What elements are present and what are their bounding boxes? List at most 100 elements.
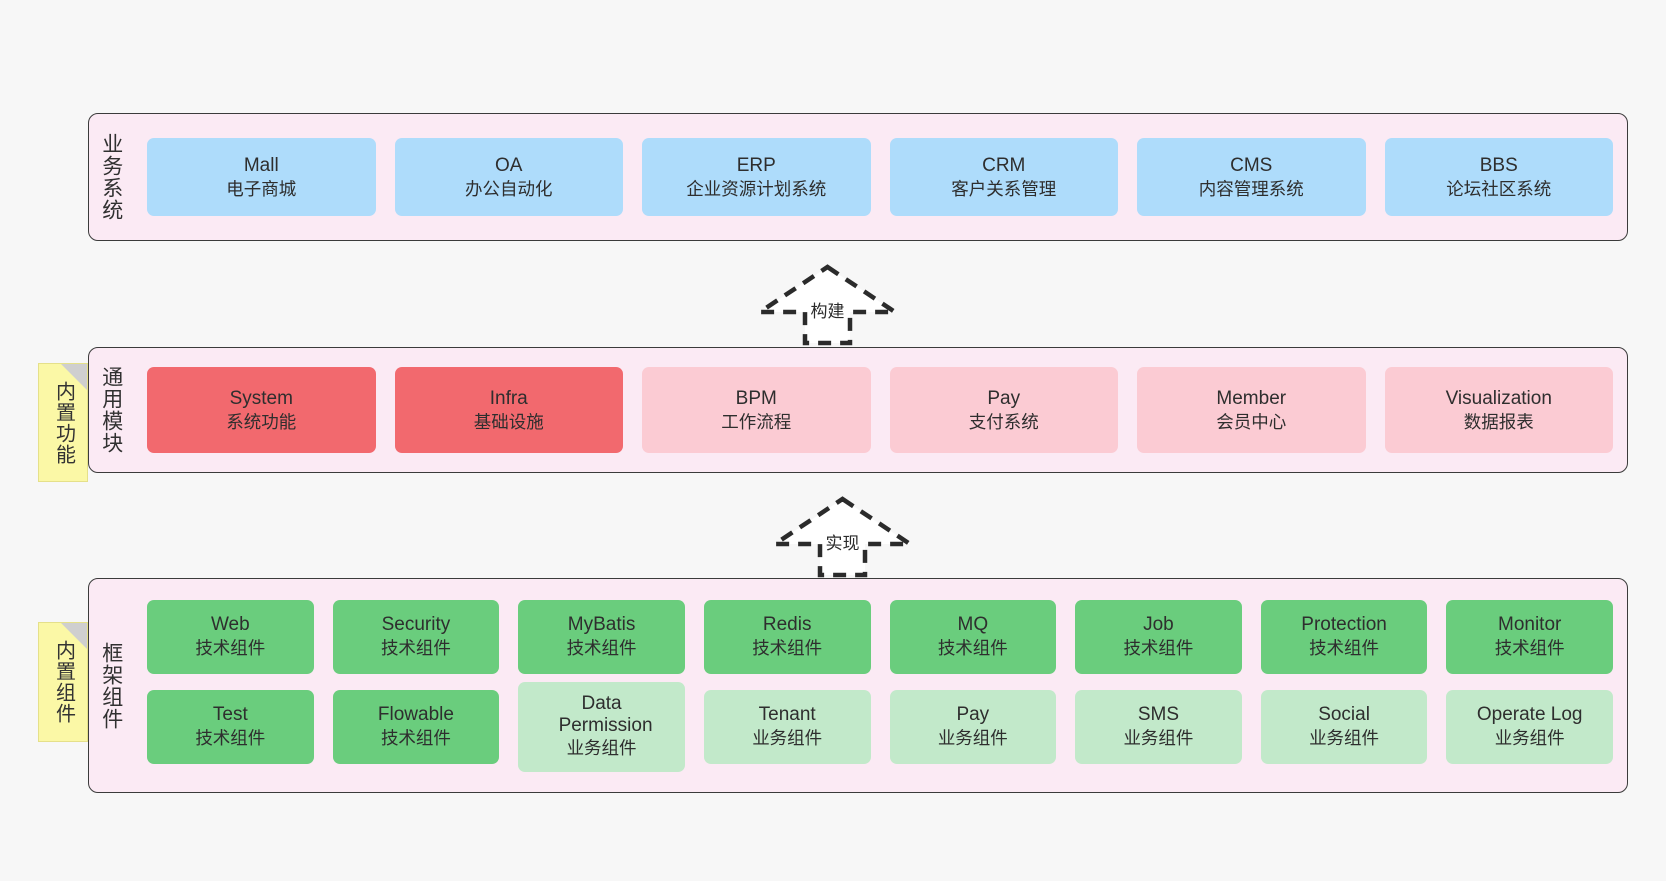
card-flowable[interactable]: Flowable 技术组件 (332, 689, 500, 764)
layer-common-module: 通用模块 System 系统功能 Infra 基础设施 BPM 工作流程 Pay (88, 347, 1628, 473)
note-builtin-component-label: 内置组件 (52, 640, 75, 724)
card-erp[interactable]: ERP 企业资源计划系统 (642, 138, 871, 216)
card-oa-subtitle: 办公自动化 (465, 178, 553, 199)
layer-business-system-body: Mall 电子商城 OA 办公自动化 ERP 企业资源计划系统 CRM 客户关系… (133, 114, 1627, 240)
card-member-subtitle: 会员中心 (1216, 411, 1287, 432)
card-pay-module[interactable]: Pay 支付系统 (889, 367, 1118, 453)
card-cms[interactable]: CMS 内容管理系统 (1137, 138, 1366, 216)
card-pay-module-subtitle: 支付系统 (968, 411, 1039, 432)
note-builtin-component: 内置组件 (38, 622, 88, 742)
arrow-build: 构建 (752, 264, 903, 346)
card-flowable-title: Flowable (377, 704, 454, 726)
arrow-implement-label: 实现 (825, 534, 860, 553)
card-job-subtitle: 技术组件 (1123, 638, 1194, 659)
card-bbs[interactable]: BBS 论坛社区系统 (1384, 138, 1613, 216)
card-data-permission-subtitle: 业务组件 (566, 738, 637, 759)
card-bpm[interactable]: BPM 工作流程 (642, 367, 871, 453)
card-test-subtitle: 技术组件 (195, 728, 266, 749)
card-mybatis-subtitle: 技术组件 (566, 638, 637, 659)
card-system-subtitle: 系统功能 (226, 411, 297, 432)
note-fold-icon (61, 623, 87, 649)
card-pay-module-title: Pay (987, 387, 1021, 409)
card-protection-subtitle: 技术组件 (1309, 638, 1380, 659)
card-system-title: System (229, 387, 293, 409)
card-operate-log[interactable]: Operate Log 业务组件 (1446, 689, 1613, 764)
card-visualization-subtitle: 数据报表 (1463, 411, 1534, 432)
layer-common-module-body: System 系统功能 Infra 基础设施 BPM 工作流程 Pay 支付系统… (133, 348, 1627, 472)
card-redis[interactable]: Redis 技术组件 (703, 599, 871, 674)
card-infra-title: Infra (489, 387, 528, 409)
card-bbs-title: BBS (1479, 154, 1518, 176)
card-protection[interactable]: Protection 技术组件 (1260, 599, 1428, 674)
card-visualization-title: Visualization (1445, 387, 1552, 409)
card-system[interactable]: System 系统功能 (147, 367, 376, 453)
card-test[interactable]: Test 技术组件 (147, 689, 314, 764)
note-builtin-function: 内置功能 (38, 363, 88, 482)
card-job-title: Job (1143, 614, 1174, 636)
card-web-title: Web (210, 614, 250, 636)
layer-common-module-label: 通用模块 (99, 366, 123, 454)
arrow-implement: 实现 (767, 496, 918, 578)
card-oa[interactable]: OA 办公自动化 (394, 138, 623, 216)
card-bpm-title: BPM (735, 387, 777, 409)
card-member[interactable]: Member 会员中心 (1137, 367, 1366, 453)
common-module-row: System 系统功能 Infra 基础设施 BPM 工作流程 Pay 支付系统… (147, 367, 1613, 453)
card-redis-subtitle: 技术组件 (752, 638, 823, 659)
card-mybatis-title: MyBatis (567, 614, 636, 636)
card-pay-component[interactable]: Pay 业务组件 (889, 689, 1057, 764)
note-builtin-function-label: 内置功能 (52, 380, 75, 465)
card-mall-subtitle: 电子商城 (226, 178, 297, 199)
layer-framework-component: 框架组件 Web 技术组件 Security 技术组件 MyBatis 技术组件… (88, 578, 1628, 793)
card-sms[interactable]: SMS 业务组件 (1075, 689, 1242, 764)
card-erp-subtitle: 企业资源计划系统 (686, 178, 827, 199)
card-bpm-subtitle: 工作流程 (721, 411, 792, 432)
card-data-permission[interactable]: Data Permission 业务组件 (518, 681, 685, 772)
card-cms-subtitle: 内容管理系统 (1198, 178, 1304, 199)
card-crm[interactable]: CRM 客户关系管理 (889, 138, 1118, 216)
card-mq-subtitle: 技术组件 (937, 638, 1008, 659)
card-data-permission-title: Data Permission (558, 693, 653, 737)
framework-component-row-1: Web 技术组件 Security 技术组件 MyBatis 技术组件 Redi… (147, 599, 1613, 674)
card-mall[interactable]: Mall 电子商城 (147, 138, 376, 216)
card-tenant-subtitle: 业务组件 (752, 728, 823, 749)
card-bbs-subtitle: 论坛社区系统 (1446, 178, 1552, 199)
card-monitor-title: Monitor (1498, 614, 1562, 636)
arrow-implement-glyph (767, 496, 918, 578)
card-monitor-subtitle: 技术组件 (1494, 638, 1565, 659)
card-sms-subtitle: 业务组件 (1123, 728, 1194, 749)
card-web-subtitle: 技术组件 (195, 638, 266, 659)
card-social-title: Social (1318, 704, 1370, 726)
card-crm-title: CRM (982, 154, 1026, 176)
card-operate-log-title: Operate Log (1476, 704, 1583, 726)
card-security[interactable]: Security 技术组件 (332, 599, 500, 674)
card-member-title: Member (1216, 387, 1287, 409)
card-security-subtitle: 技术组件 (380, 638, 451, 659)
card-sms-title: SMS (1137, 704, 1180, 726)
card-social[interactable]: Social 业务组件 (1260, 689, 1428, 764)
business-system-row: Mall 电子商城 OA 办公自动化 ERP 企业资源计划系统 CRM 客户关系… (147, 138, 1613, 216)
card-infra[interactable]: Infra 基础设施 (394, 367, 623, 453)
card-web[interactable]: Web 技术组件 (147, 599, 314, 674)
framework-component-row-2: Test 技术组件 Flowable 技术组件 Data Permission … (147, 681, 1613, 772)
card-oa-title: OA (495, 154, 523, 176)
card-mybatis[interactable]: MyBatis 技术组件 (518, 599, 685, 674)
card-job[interactable]: Job 技术组件 (1075, 599, 1242, 674)
card-security-title: Security (381, 614, 451, 636)
card-redis-title: Redis (762, 614, 812, 636)
layer-framework-component-body: Web 技术组件 Security 技术组件 MyBatis 技术组件 Redi… (133, 579, 1627, 792)
card-tenant-title: Tenant (758, 704, 816, 726)
card-pay-component-title: Pay (956, 704, 990, 726)
note-fold-icon (61, 364, 87, 390)
card-erp-title: ERP (736, 154, 776, 176)
card-crm-subtitle: 客户关系管理 (951, 178, 1057, 199)
layer-framework-component-label: 框架组件 (99, 641, 123, 730)
card-infra-subtitle: 基础设施 (473, 411, 544, 432)
card-monitor[interactable]: Monitor 技术组件 (1446, 599, 1613, 674)
card-mq-title: MQ (957, 614, 989, 636)
layer-business-system-label: 业务系统 (99, 133, 123, 221)
card-tenant[interactable]: Tenant 业务组件 (703, 689, 871, 764)
card-visualization[interactable]: Visualization 数据报表 (1384, 367, 1613, 453)
layer-business-system: 业务系统 Mall 电子商城 OA 办公自动化 ERP 企业资源计划系统 CRM (88, 113, 1628, 241)
card-test-title: Test (212, 704, 248, 726)
card-mq[interactable]: MQ 技术组件 (889, 599, 1057, 674)
